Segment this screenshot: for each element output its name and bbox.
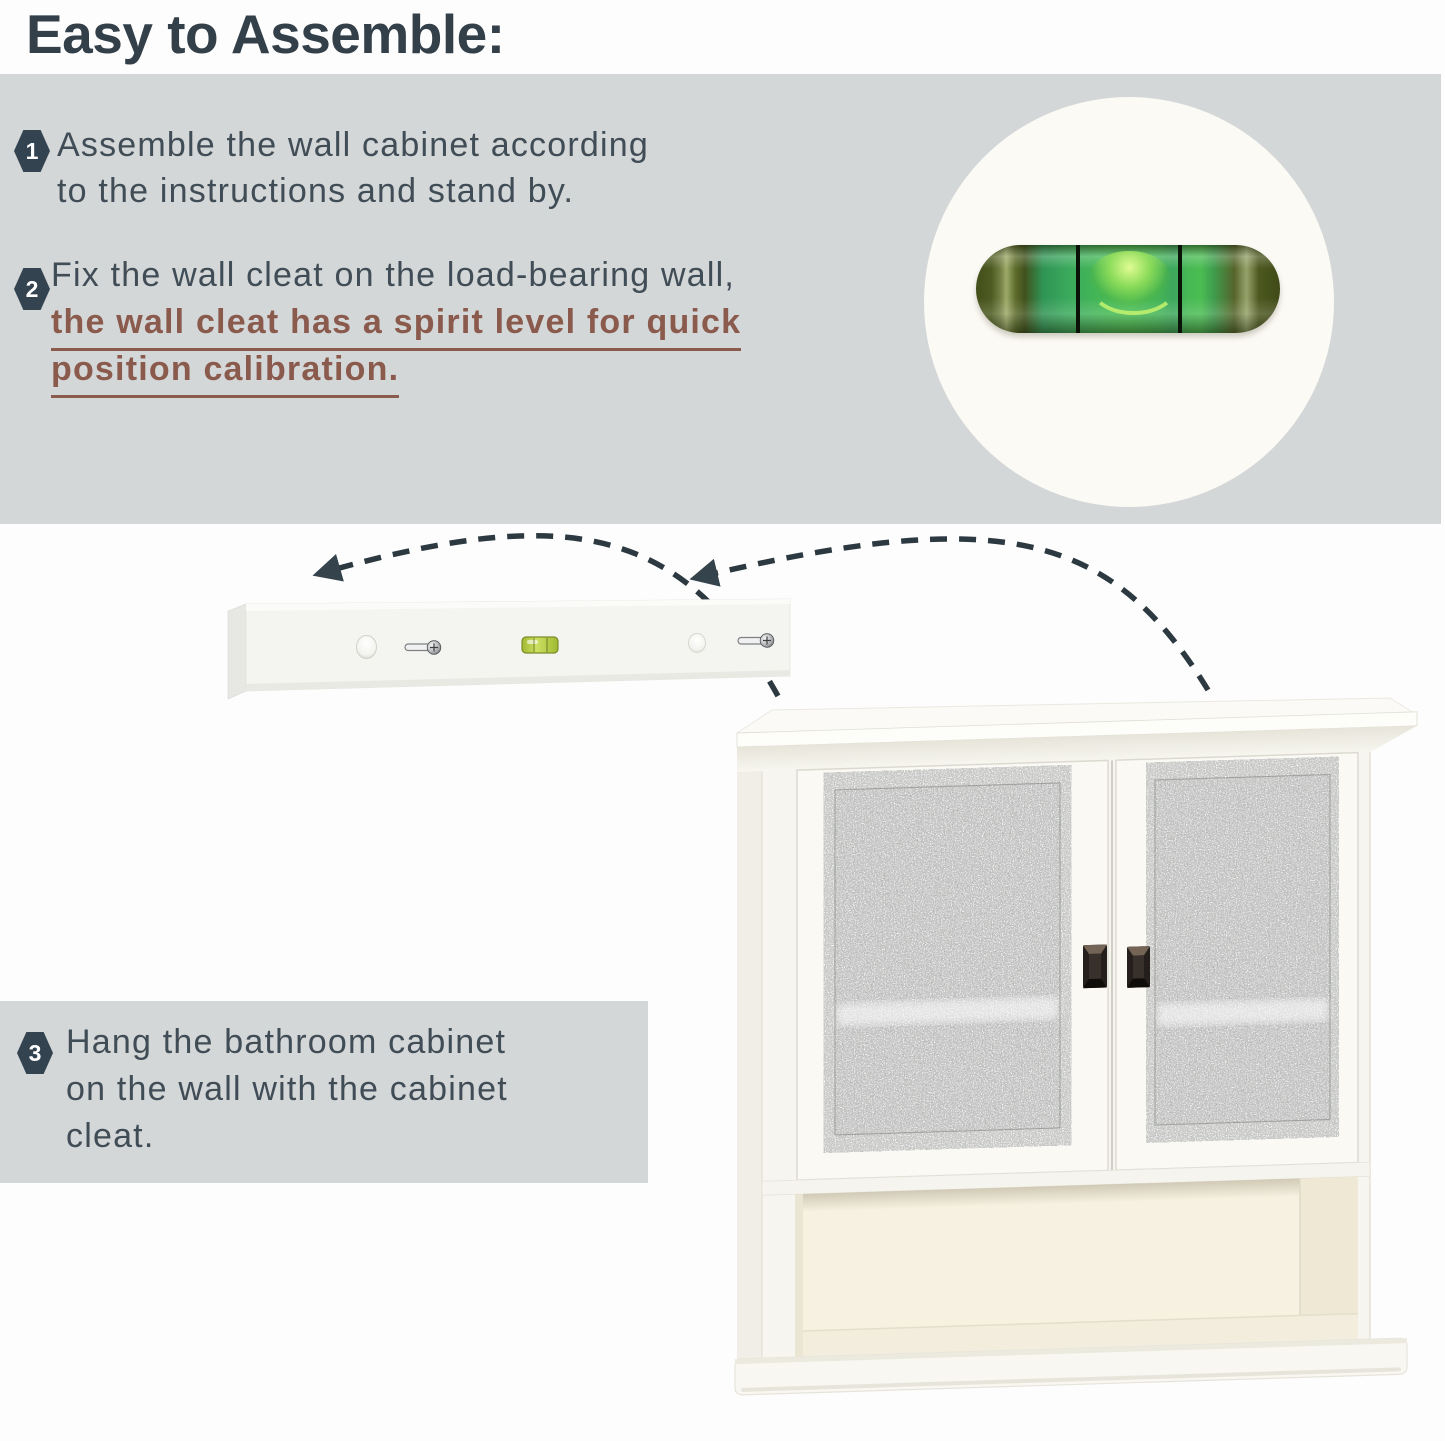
cleat-end-face [227, 603, 247, 700]
cleat-top-highlight [246, 599, 790, 611]
vial-divider-line [1076, 245, 1081, 333]
right-door-glass [1154, 773, 1331, 1126]
step3-number: 3 [28, 1039, 42, 1066]
arrow-arc-to-cleat-right [689, 536, 1211, 692]
step1-line2: to the instructions and stand by. [57, 172, 575, 210]
screw-icon [404, 640, 442, 655]
left-door-knob [1083, 944, 1107, 989]
page-title: Easy to Assemble: [26, 3, 505, 65]
step3-line1: Hang the bathroom cabinet [66, 1023, 507, 1061]
open-shelf-niche [795, 1176, 1358, 1358]
step1-number: 1 [25, 137, 39, 164]
wall-cleat [227, 598, 791, 700]
spirit-level-inset [924, 97, 1334, 507]
step2-highlight-line1: the wall cleat has a spirit level for qu… [51, 303, 742, 351]
shelf-reflection [1157, 998, 1328, 1026]
step2-number: 2 [25, 275, 39, 302]
screw-hole [356, 635, 377, 659]
step1-line1: Assemble the wall cabinet according [57, 126, 649, 164]
vial-divider-line [1178, 245, 1183, 333]
step3-line3: cleat. [66, 1117, 155, 1155]
cleat-spirit-level [521, 636, 559, 654]
niche-left-edge [795, 1193, 803, 1358]
niche-right-wall [1300, 1176, 1358, 1342]
niche-floor [795, 1313, 1358, 1358]
crown-molding [737, 725, 1417, 773]
cabinet-front [734, 711, 1418, 1396]
step3-panel [0, 1001, 648, 1183]
arrow-arc-to-cleat-left [312, 533, 781, 698]
screw-hole [688, 633, 706, 653]
step3-line2: on the wall with the cabinet [66, 1070, 508, 1108]
left-door-glass [834, 782, 1061, 1136]
screw-icon [737, 633, 775, 648]
spirit-level-vial [976, 245, 1280, 333]
right-door-knob [1127, 946, 1150, 988]
niche-top-shadow [795, 1176, 1358, 1213]
level-bubble-rim [1088, 253, 1179, 316]
shelf-reflection [837, 996, 1058, 1026]
guide-arrows [312, 533, 1211, 698]
step2-highlight-line2: position calibration. [51, 350, 400, 398]
cabinet-base [734, 1337, 1408, 1396]
cabinet-left-side [737, 771, 762, 1360]
cleat-bottom-shade [246, 670, 790, 691]
step2-line1: Fix the wall cleat on the load-bearing w… [51, 256, 736, 294]
wall-cabinet [734, 697, 1419, 1396]
